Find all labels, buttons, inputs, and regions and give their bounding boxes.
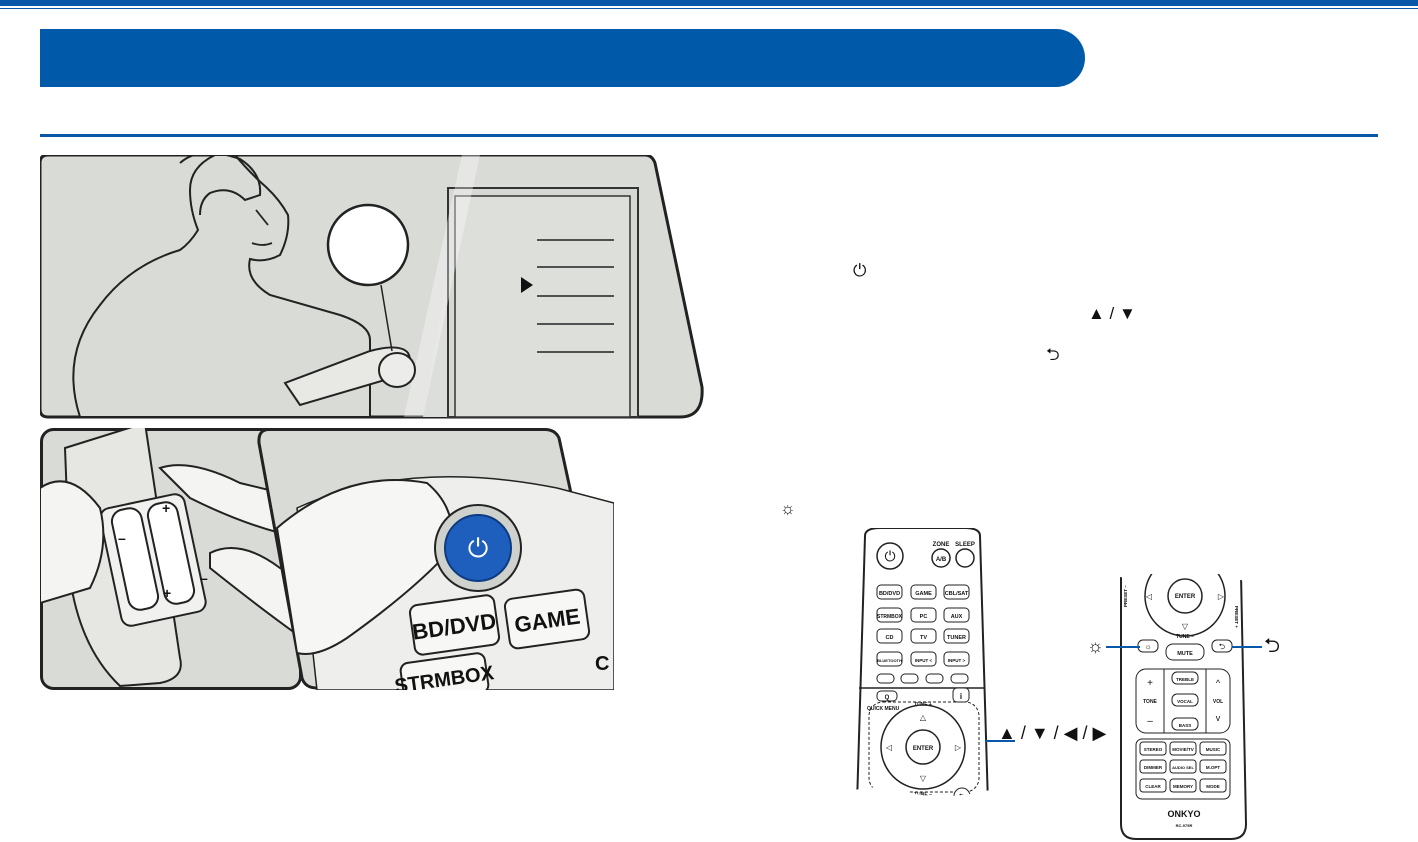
- tune-minus-label: TUNE –: [914, 792, 932, 798]
- setup-button-icon: ☼: [1144, 642, 1151, 651]
- svg-text:▽: ▽: [1182, 622, 1189, 631]
- svg-text:△: △: [920, 713, 927, 722]
- q-button: Q: [885, 695, 890, 701]
- music-button: MUSIC: [1206, 747, 1221, 752]
- treble-button: TREBLE: [1176, 677, 1194, 682]
- power-icon: ⏻: [468, 533, 489, 563]
- illustration-input-buttons: BD/DVD GAME STRMBOX C: [393, 588, 609, 690]
- remote-btn-tuner: TUNER: [947, 635, 966, 641]
- return-callout-icon: ⮌: [1264, 635, 1281, 657]
- enter-button: ENTER: [913, 746, 934, 752]
- setup-callout-line: [1106, 646, 1140, 648]
- return-callout-line: [1232, 646, 1262, 648]
- up-down-arrows-inline: ▲ / ▼: [1088, 304, 1136, 323]
- tune-minus-label-right: TUNE –: [1176, 634, 1194, 640]
- movie-tv-button: MOVIE/TV: [1172, 747, 1194, 752]
- remote-power-icon: ⏻: [884, 548, 895, 564]
- zone-label: ZONE: [933, 542, 950, 548]
- illustration-power-press: ⏻ BD/DVD GAME STRMBOX C: [257, 428, 614, 690]
- preset-plus-label: PRESET +: [1234, 606, 1239, 628]
- m-opt-button: M.OPT: [1206, 765, 1221, 770]
- return-button-icon: ⮌: [1219, 642, 1225, 651]
- ab-button-label: A/B: [936, 557, 947, 563]
- enter-button-right: ENTER: [1175, 594, 1196, 600]
- svg-text:–: –: [200, 570, 208, 586]
- power-icon-inline: ⏻: [853, 261, 867, 280]
- svg-text:–: –: [1147, 716, 1153, 727]
- remote-btn-cbl-sat: CBL/SAT: [945, 591, 969, 597]
- svg-text:+: +: [162, 500, 170, 516]
- svg-text:▷: ▷: [955, 743, 962, 752]
- sleep-label: SLEEP: [955, 542, 975, 548]
- arrows-callout-label: ▲ / ▼ / ◀ / ▶: [998, 723, 1107, 743]
- remote-transport-buttons: [876, 673, 969, 684]
- arrows-callout-line: [985, 740, 1015, 742]
- illustration-battery-insert: – + + –: [40, 428, 302, 690]
- dimmer-button: DIMMER: [1144, 765, 1163, 770]
- remote-mode-grid: STEREO MOVIE/TV MUSIC DIMMER AUDIO SEL M…: [1139, 741, 1227, 793]
- tone-label: TONE: [1143, 699, 1157, 705]
- svg-text:–: –: [118, 530, 126, 546]
- menu-lines: [537, 239, 614, 353]
- section-title-bar: [40, 29, 1085, 87]
- memory-button: MEMORY: [1173, 784, 1193, 789]
- remote-input-buttons: BD/DVD GAME CBL/SAT STRMBOX PC AUX CD TV…: [876, 584, 970, 667]
- svg-text:▷: ▷: [1218, 592, 1225, 601]
- setup-icon-inline: ☼: [780, 499, 796, 518]
- remote-btn-pc: PC: [920, 614, 928, 620]
- clear-button: CLEAR: [1145, 784, 1161, 789]
- illustration-c-label: C: [595, 653, 609, 675]
- return-icon-inline: ⮌: [1046, 345, 1060, 364]
- setup-callout-icon: ☼: [1087, 636, 1104, 656]
- audio-sel-button: AUDIO SEL: [1172, 765, 1194, 770]
- remote-btn-cd: CD: [886, 635, 894, 641]
- quick-menu-label: QUICK MENU: [867, 706, 900, 712]
- section-rule: [40, 134, 1378, 137]
- svg-text:▽: ▽: [920, 774, 927, 783]
- menu-cursor-icon: [521, 277, 533, 293]
- remote-control-left: ⏻ ZONE A/B SLEEP BD/DVD GAME CBL/SAT STR…: [855, 528, 990, 804]
- power-button-illustration: [444, 514, 512, 582]
- remote-btn-aux: AUX: [951, 614, 963, 620]
- remote-btn-bd-dvd: BD/DVD: [879, 591, 900, 597]
- remote-btn-input-next: INPUT >: [948, 658, 966, 663]
- svg-text:◁: ◁: [1146, 592, 1153, 601]
- svg-text:^: ^: [1216, 678, 1221, 688]
- mute-button: MUTE: [1177, 651, 1193, 657]
- remote-btn-bluetooth: BLUETOOTH: [877, 658, 902, 663]
- remote-btn-game: GAME: [915, 591, 932, 597]
- vol-label: VOL: [1213, 699, 1223, 705]
- model-label: RC-975R: [1176, 823, 1193, 828]
- remote-btn-tv: TV: [920, 635, 927, 641]
- svg-text:v: v: [1216, 713, 1221, 723]
- vocal-button: VOCAL: [1177, 699, 1193, 704]
- bass-button: BASS: [1179, 723, 1192, 728]
- svg-text:+: +: [1147, 678, 1153, 689]
- top-rule-thin: [0, 8, 1418, 9]
- top-rule: [0, 0, 1418, 6]
- remote-btn-input-prev: INPUT <: [915, 658, 933, 663]
- mode-button: MODE: [1206, 784, 1220, 789]
- illustration-user-with-tv: [40, 155, 704, 419]
- svg-text:◁: ◁: [886, 743, 893, 752]
- info-button: i: [960, 692, 962, 701]
- remote-control-right: PRESET – PRESET + ENTER ◁ ▷ ▽ TUNE – ☼ ⮌…: [1106, 574, 1256, 840]
- svg-text:+: +: [163, 585, 171, 601]
- preset-minus-label: PRESET –: [1123, 585, 1128, 607]
- brand-logo: ONKYO: [1167, 809, 1200, 819]
- stereo-button: STEREO: [1144, 747, 1163, 752]
- remote-btn-strmbox: STRMBOX: [877, 614, 903, 620]
